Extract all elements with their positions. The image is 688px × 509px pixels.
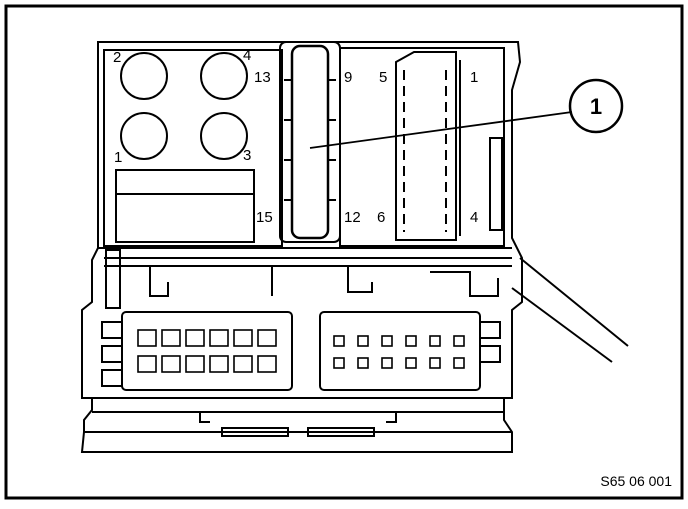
right-connector <box>395 51 457 241</box>
pin-label-15: 15 <box>256 209 273 226</box>
pin-label-4: 4 <box>243 47 251 64</box>
pin-label-9: 9 <box>344 69 352 86</box>
callout-number: 1 <box>590 94 602 119</box>
socket-4 <box>200 52 248 100</box>
pin-label-1-right: 1 <box>470 69 478 86</box>
bottom-left-contacts <box>137 329 277 373</box>
pin-label-1: 1 <box>114 149 122 166</box>
outer-frame <box>4 4 684 500</box>
left-block <box>103 49 283 247</box>
bottom-right-connector <box>319 311 481 391</box>
callout-circle <box>568 78 624 134</box>
pin-label-6: 6 <box>377 209 385 226</box>
terminal-block <box>115 169 255 243</box>
socket-3 <box>200 112 248 160</box>
socket-1 <box>120 112 168 160</box>
centre-connector <box>279 41 341 243</box>
cable-line-lower <box>511 287 613 363</box>
cable-line-upper <box>519 257 629 347</box>
base-plate <box>80 398 513 453</box>
bottom-right-contacts <box>333 335 465 369</box>
pin-label-5: 5 <box>379 69 387 86</box>
pin-label-2: 2 <box>113 49 121 66</box>
bottom-left-connector <box>121 311 293 391</box>
housing-outline <box>81 41 523 399</box>
callout-leader <box>309 111 573 149</box>
socket-2 <box>120 52 168 100</box>
drawing-code: S65 06 001 <box>600 473 672 489</box>
pin-label-4-right: 4 <box>470 209 478 226</box>
right-block <box>339 47 505 247</box>
pin-label-13: 13 <box>254 69 271 86</box>
pin-label-3: 3 <box>243 147 251 164</box>
pin-label-12: 12 <box>344 209 361 226</box>
